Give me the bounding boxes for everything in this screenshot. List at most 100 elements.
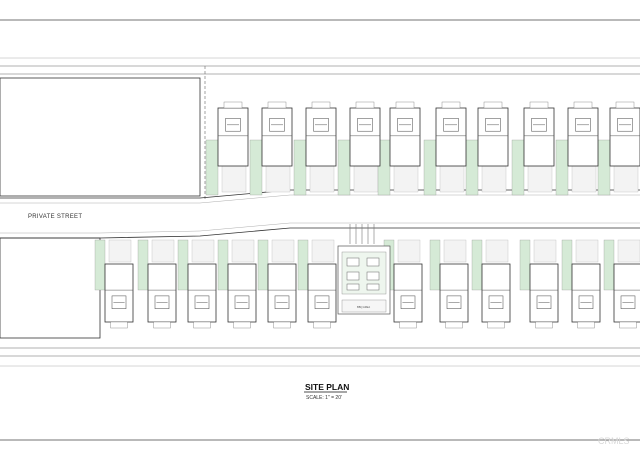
south-unit-8	[439, 263, 469, 329]
north-landscape-strip	[293, 139, 307, 196]
unit-patio	[619, 321, 637, 329]
amenity-label: BBQ AREA	[357, 305, 370, 309]
north-landscape-strip	[249, 139, 263, 196]
south-driveway	[485, 239, 509, 263]
south-landscape-strip	[257, 239, 269, 291]
south-landscape-strip	[297, 239, 309, 291]
unit-footprint	[567, 107, 599, 167]
unit-patio	[223, 101, 243, 109]
north-unit-8	[523, 101, 555, 167]
south-landscape-strip	[137, 239, 149, 291]
north-driveway	[265, 165, 291, 193]
unit-footprint	[481, 263, 511, 323]
north-landscape-strips	[205, 139, 639, 196]
south-unit-1	[104, 263, 134, 329]
north-landscape-strip	[337, 139, 351, 196]
north-landscape-strip	[205, 139, 219, 196]
south-unit-6	[307, 263, 337, 329]
south-driveway	[617, 239, 640, 263]
street-label: PRIVATE STREET	[28, 214, 82, 220]
south-unit-10	[529, 263, 559, 329]
unit-footprint	[477, 107, 509, 167]
unit-patio	[573, 101, 593, 109]
north-unit-row	[217, 101, 640, 167]
unit-footprint	[349, 107, 381, 167]
unit-patio	[313, 321, 331, 329]
south-driveway	[311, 239, 335, 263]
south-landscape-strip	[177, 239, 189, 291]
north-landscape-strip	[597, 139, 611, 196]
unit-footprint	[261, 107, 293, 167]
unit-footprint	[529, 263, 559, 323]
north-landscape-strip	[377, 139, 391, 196]
north-landscape-strip	[555, 139, 569, 196]
south-driveway	[108, 239, 132, 263]
south-landscape-strip	[561, 239, 573, 291]
unit-patio	[311, 101, 331, 109]
property-boundary	[0, 65, 640, 357]
north-driveway	[353, 165, 379, 193]
unit-patio	[441, 101, 461, 109]
unit-patio	[529, 101, 549, 109]
unit-footprint	[571, 263, 601, 323]
north-driveway	[571, 165, 597, 193]
unit-patio	[273, 321, 291, 329]
unit-patio	[153, 321, 171, 329]
south-unit-9	[481, 263, 511, 329]
unit-footprint	[305, 107, 337, 167]
scale-text: SCALE: 1" = 20'	[306, 395, 342, 401]
crosswalk	[349, 224, 375, 244]
south-driveway	[575, 239, 599, 263]
unit-footprint	[523, 107, 555, 167]
unit-footprint	[307, 263, 337, 323]
south-landscape-strip	[471, 239, 483, 291]
south-driveway	[191, 239, 215, 263]
north-driveway	[309, 165, 335, 193]
south-driveway	[443, 239, 467, 263]
south-landscape-strip	[217, 239, 229, 291]
north-driveway	[221, 165, 247, 193]
unit-patio	[399, 321, 417, 329]
south-unit-11	[571, 263, 601, 329]
adjacent-parcel-north	[0, 77, 201, 197]
north-unit-10	[609, 101, 640, 167]
north-landscape-strip	[423, 139, 437, 196]
unit-footprint	[187, 263, 217, 323]
unit-footprint	[435, 107, 467, 167]
watermark-text: CRMLS	[598, 436, 630, 446]
unit-patio	[193, 321, 211, 329]
south-landscape-strip	[603, 239, 615, 291]
south-landscape-strip	[519, 239, 531, 291]
south-driveway	[271, 239, 295, 263]
north-driveway	[527, 165, 553, 193]
south-driveway	[397, 239, 421, 263]
north-unit-5	[389, 101, 421, 167]
unit-footprint	[267, 263, 297, 323]
north-driveway	[439, 165, 465, 193]
private-street	[0, 189, 640, 239]
north-unit-2	[261, 101, 293, 167]
unit-patio	[483, 101, 503, 109]
unit-footprint	[609, 107, 640, 167]
north-unit-7	[477, 101, 509, 167]
south-unit-row	[104, 263, 640, 329]
unit-footprint	[147, 263, 177, 323]
north-unit-3	[305, 101, 337, 167]
north-unit-1	[217, 101, 249, 167]
unit-patio	[487, 321, 505, 329]
unit-patio	[577, 321, 595, 329]
unit-patio	[445, 321, 463, 329]
unit-patio	[535, 321, 553, 329]
amenity-area: BBQ AREA	[337, 245, 391, 315]
north-unit-4	[349, 101, 381, 167]
site-plan-title: SITE PLAN	[305, 382, 349, 392]
unit-footprint	[227, 263, 257, 323]
unit-footprint	[439, 263, 469, 323]
unit-footprint	[389, 107, 421, 167]
north-driveway	[481, 165, 507, 193]
unit-patio	[110, 321, 128, 329]
south-unit-12	[613, 263, 640, 329]
south-landscape-strip	[94, 239, 106, 291]
north-driveway	[393, 165, 419, 193]
